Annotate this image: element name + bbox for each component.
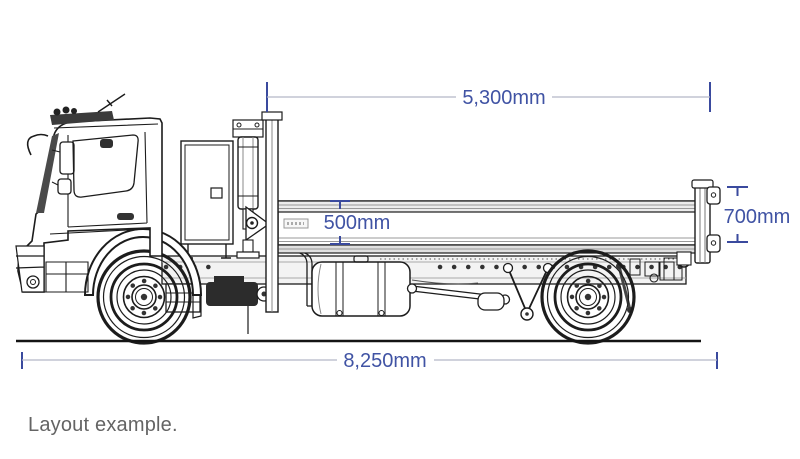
lug-nuts	[569, 278, 607, 316]
gearbox-top	[214, 276, 244, 284]
dimension-label-dropside-height: 500mm	[324, 212, 391, 234]
main-mirror	[59, 141, 75, 175]
rim-inner	[566, 275, 610, 319]
dimension-body-length: 5,300mm	[266, 82, 711, 112]
roof-horn-3	[71, 108, 77, 114]
tipper-cylinder-bands	[238, 146, 258, 197]
strap-bolt-1	[336, 310, 343, 316]
mirror-links	[51, 149, 61, 186]
roof-visor	[50, 111, 114, 125]
headboard-cap	[261, 111, 283, 121]
dimension-label-body-length: 5,300mm	[462, 87, 545, 109]
front-mudflap	[192, 295, 202, 319]
cylinder-pivot-dot	[250, 221, 254, 225]
tool-cabinet	[180, 140, 234, 245]
tire-outer	[540, 249, 636, 345]
u-joint-front	[406, 283, 418, 294]
fuel-tank	[311, 261, 411, 317]
tailgate-hinge-bottom	[706, 234, 721, 253]
bed-top-rail-lines	[278, 204, 696, 209]
fog-lamp-inner	[30, 279, 36, 285]
cylinder-lower-rod	[242, 239, 254, 253]
rim	[116, 269, 172, 325]
rim	[560, 269, 616, 325]
tool-cabinet-handle	[210, 187, 223, 199]
behind-cab-equipment	[180, 111, 283, 313]
dimension-label-overall-length: 8,250mm	[343, 350, 426, 372]
roof-horn-1	[53, 108, 61, 116]
tipper-cylinder-lines	[242, 137, 254, 209]
hub	[575, 284, 601, 310]
dimension-label-tailgate-height: 700mm	[724, 206, 791, 228]
v-arm-pivot-dot	[525, 312, 529, 316]
dimension-tailgate-height: 700mm	[724, 186, 791, 243]
front-step-box	[45, 261, 89, 293]
v-torque-arm	[507, 267, 549, 314]
hub-center	[140, 293, 148, 301]
rear-wheel	[540, 249, 636, 345]
tailgate	[676, 179, 721, 268]
roof-horn-2	[62, 106, 70, 114]
dimension-ticks	[330, 200, 350, 245]
bracket-bolt-1	[236, 122, 242, 128]
tailgate-panel-lines	[699, 183, 706, 263]
fuel-filler-cap	[353, 255, 369, 263]
tail-light	[649, 273, 659, 283]
hub-ring	[135, 288, 153, 306]
window-grab-handle	[100, 139, 113, 148]
tire-ring	[546, 255, 630, 339]
front-wheel	[96, 249, 192, 345]
door-window	[72, 134, 139, 198]
fuel-tank-end-line	[317, 263, 322, 315]
v-arm-joint-1	[502, 262, 514, 274]
rim-inner	[122, 275, 166, 319]
tire-inner	[553, 262, 623, 332]
tool-cabinet-legs	[183, 244, 231, 259]
hub-center	[584, 293, 592, 301]
tool-cabinet-door	[184, 144, 230, 241]
strap-bolt-2	[378, 310, 385, 316]
front-wheel-arch-inner	[92, 236, 194, 296]
bed-bottom-rail-lines	[278, 237, 696, 242]
dimension-dropside-height: 500mm	[324, 200, 391, 245]
tailgate-top-cap	[691, 179, 714, 189]
caption: Layout example.	[28, 414, 178, 436]
tailgate-hinge-top	[706, 186, 721, 205]
tire-inner	[109, 262, 179, 332]
lug-nuts	[125, 278, 163, 316]
brake-chamber	[477, 292, 505, 311]
tail-fittings	[644, 257, 683, 281]
hinge-bolt-bottom	[710, 240, 717, 246]
pto-flange-hub	[261, 291, 267, 297]
hub	[131, 284, 157, 310]
dimension-overall-length: 8,250mm	[21, 350, 718, 372]
gearbox-block	[206, 282, 258, 306]
tailgate-bracket	[676, 251, 692, 266]
cab	[15, 93, 203, 319]
cylinder-foot	[236, 251, 260, 259]
fog-lamp	[26, 275, 40, 289]
tire-ring	[102, 255, 186, 339]
hinge-bolt-top	[710, 192, 717, 198]
tipper-cylinder	[237, 136, 259, 210]
chassis-rail-lines	[162, 261, 686, 279]
air-pipe	[411, 279, 479, 285]
mirror-arm	[26, 133, 49, 156]
front-bumper	[15, 245, 45, 293]
a-pillar-shade	[36, 133, 59, 213]
antenna	[97, 93, 126, 113]
hub-ring	[579, 288, 597, 306]
tire-outer	[96, 249, 192, 345]
wide-angle-mirror	[57, 178, 72, 195]
cylinder-pivot	[245, 216, 259, 230]
dimension-ticks	[727, 186, 748, 243]
chassis	[161, 255, 687, 285]
bracket-bolt-2	[254, 122, 260, 128]
door-handle	[117, 213, 134, 220]
